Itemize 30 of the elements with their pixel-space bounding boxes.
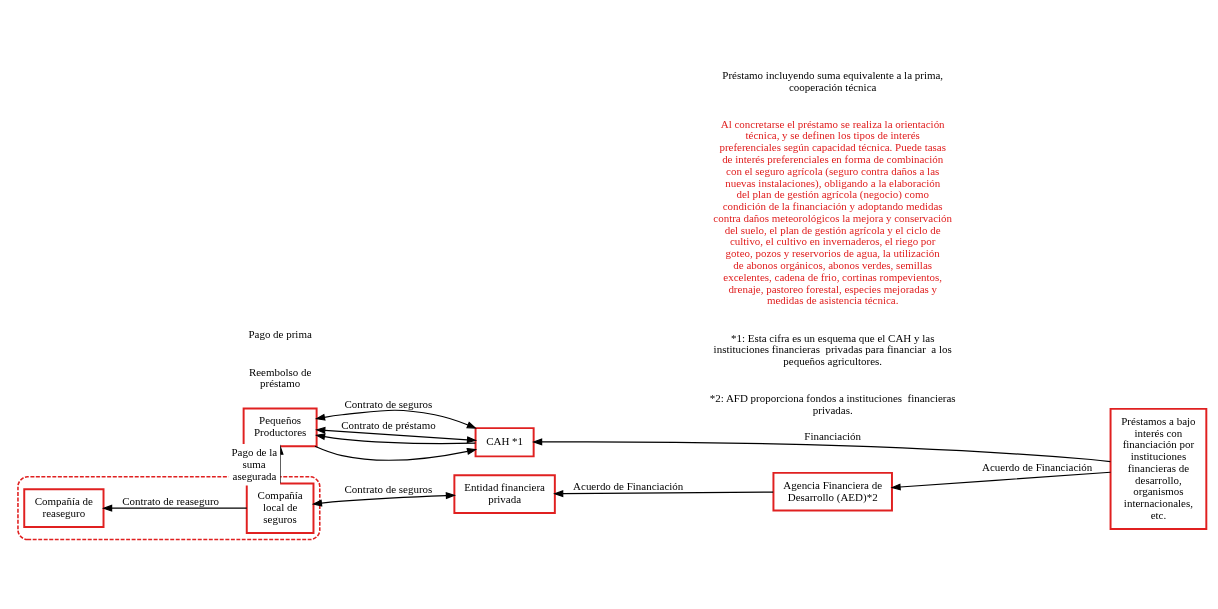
label: Pago de prima: [248, 327, 312, 340]
arrow: [314, 433, 476, 445]
arrow: [314, 445, 478, 461]
arrow: [311, 492, 456, 507]
node-box: Préstamos a bajo interés con financiación por instituciones financieras de desarrollo, organismos internacionales, etc.: [1109, 407, 1208, 530]
node-box: Agencia Financiera de Desarrollo (AED)*2: [772, 471, 893, 512]
edge-label: Financiación: [804, 430, 862, 443]
label: Al concretarse el préstamo se realiza la orientación técnica, y se definen los tipos de interés preferenciales según capacidad técnica. Puede tasas de interés preferenciales en forma de combinación con el seguro agrícola (seguro contra daños a las nuevas instalaciones), obligando a la elaboración del plan de gestión agrícola (negocio) como condición de la financiación y adoptando medidas contra daños meteorológicos la mejora y conservación del suelo, el plan de gestión agrícola y el ciclo de cultivo, el cultivo en invernaderos, el riego por goteo, pozos y reservorios de agua, la utilización de abonos orgánicos, abonos verdes, semillas excelentes, cadena de frio, cortinas rompevientos, drenaje, pastoreo forestal, especies mejoradas y medidas de asistencia técnica.: [713, 117, 953, 307]
arrow: [102, 504, 248, 512]
node-box: Entidad financiera privada: [453, 474, 556, 514]
edge-label: Acuerdo de Financiación: [573, 479, 684, 492]
label: *1: Esta cifra es un esquema que el CAH y las instituciones financieras privadas para financiar a los pequeños agricultores.: [713, 331, 952, 368]
edge-label: Pago de la suma asegurada: [231, 446, 278, 482]
arrow: [553, 490, 774, 498]
edge-label: Acuerdo de Financiación: [982, 460, 1093, 473]
node-box: Compañía de reaseguro: [23, 488, 105, 528]
edge-label: Contrato de seguros: [344, 482, 433, 495]
arrow: [314, 409, 477, 429]
edge-label: Contrato de préstamo: [341, 419, 436, 432]
arrow: [890, 471, 1112, 491]
edge-label: Contrato de seguros: [344, 397, 433, 410]
label: Préstamo incluyendo suma equivalente a la prima, cooperación técnica: [722, 68, 944, 93]
arrow: [532, 438, 1111, 463]
node-box: CAH *1: [474, 427, 535, 458]
label: Reembolso de préstamo: [248, 365, 312, 390]
node-box: Pequeños Productores: [242, 407, 318, 448]
edge-label: Contrato de reaseguro: [122, 495, 220, 508]
label: *2: AFD proporciona fondos a instituciones financieras privadas.: [709, 392, 956, 417]
arrow: [315, 426, 478, 444]
node-box: Compañía local de seguros: [245, 482, 315, 534]
